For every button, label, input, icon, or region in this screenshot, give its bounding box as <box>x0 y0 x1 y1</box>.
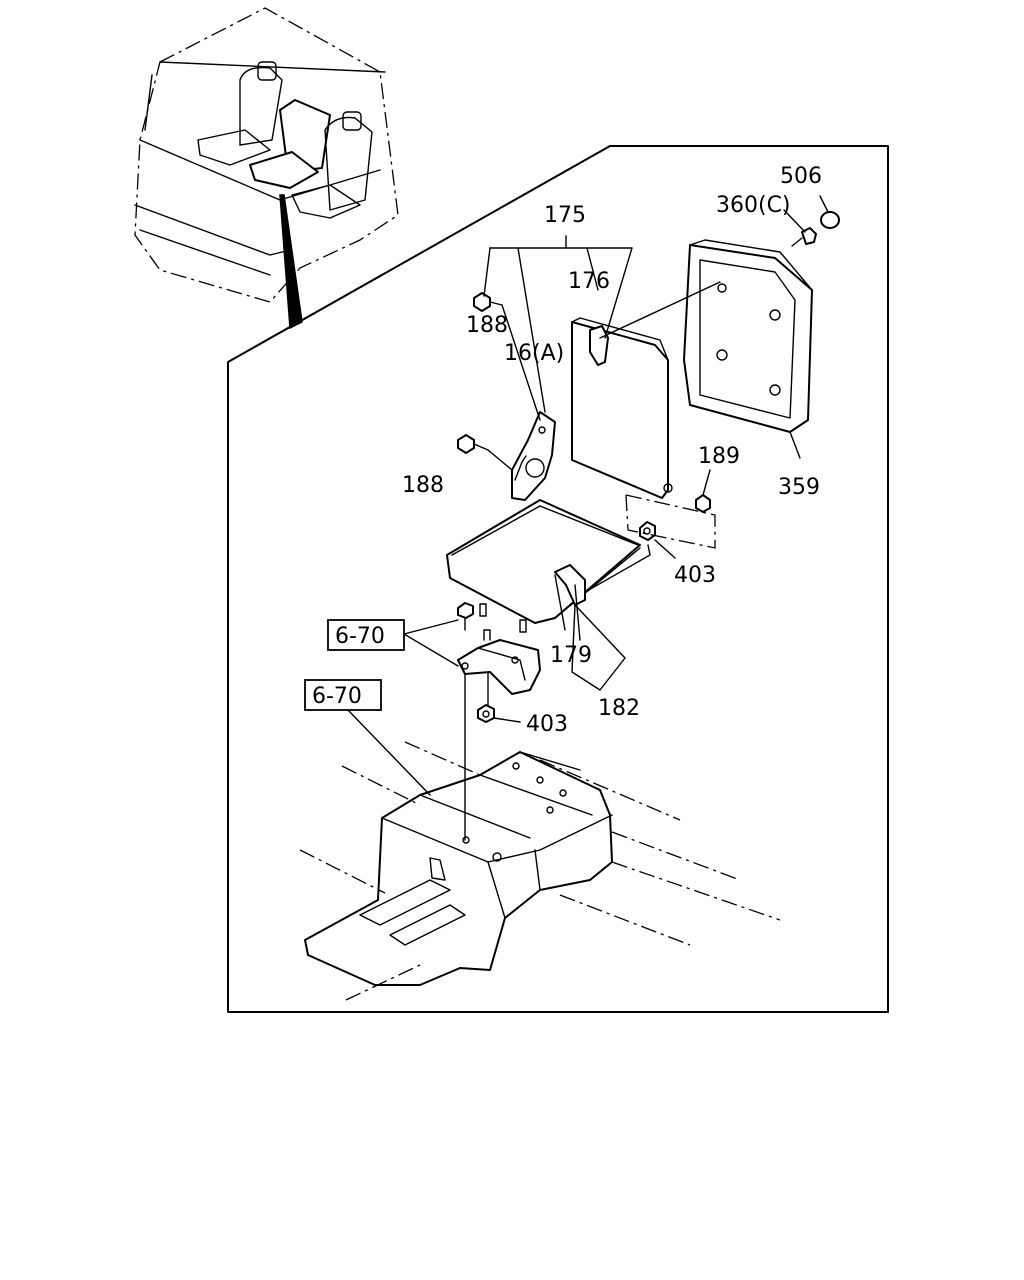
nut-403-upper <box>639 521 656 541</box>
detail-frame <box>227 145 889 1013</box>
bolt-6-70 <box>457 602 474 631</box>
label-189: 189 <box>698 444 740 469</box>
hinge-bracket-16a <box>511 411 556 501</box>
cap-506 <box>820 211 840 229</box>
label-359: 359 <box>778 475 820 500</box>
label-176: 176 <box>568 269 610 294</box>
label-403-upper: 403 <box>674 563 716 588</box>
label-6-70-lower: 6-70 <box>312 684 362 709</box>
bolt-188-upper <box>473 292 503 312</box>
floor-console-illustration <box>299 741 781 1001</box>
label-360c: 360(C) <box>716 193 791 218</box>
bolt-188-lower <box>457 434 489 454</box>
label-188-upper: 188 <box>466 313 508 338</box>
nut-403-lower <box>477 704 495 723</box>
reference-box-6-70-lower <box>304 679 382 711</box>
nut-189 <box>695 494 711 513</box>
label-188-lower: 188 <box>402 473 444 498</box>
seat-mounting-bracket <box>457 629 541 695</box>
label-6-70-upper: 6-70 <box>335 624 385 649</box>
leader-lines <box>345 195 829 841</box>
cab-overview-illustration <box>134 7 399 330</box>
label-16a: 16(A) <box>504 341 564 366</box>
label-182: 182 <box>598 696 640 721</box>
seatback-cover-359 <box>683 239 813 433</box>
label-403-lower: 403 <box>526 712 568 737</box>
label-506: 506 <box>780 164 822 189</box>
seatback-176 <box>571 317 673 499</box>
label-179: 179 <box>550 643 592 668</box>
reference-box-6-70-upper <box>327 619 405 651</box>
seat-cushion-179 <box>446 499 651 633</box>
label-175: 175 <box>544 203 586 228</box>
